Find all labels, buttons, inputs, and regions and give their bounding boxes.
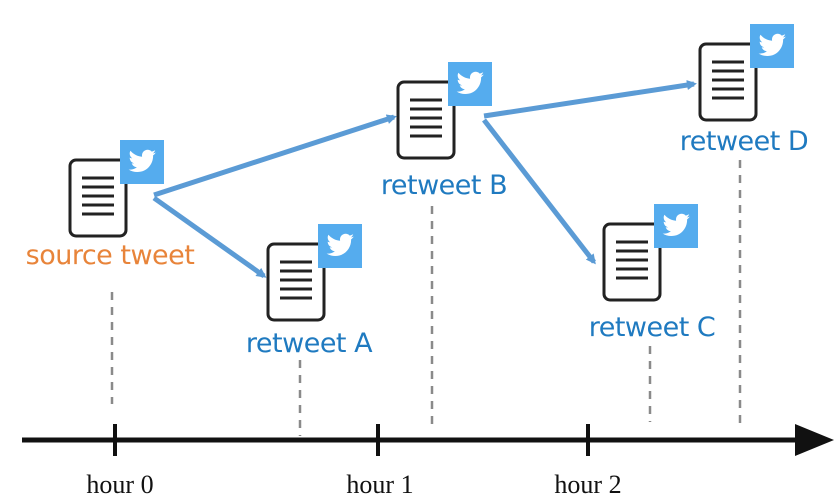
tick-label-hour-2: hour 2 xyxy=(554,470,622,499)
edge-source-to-b xyxy=(153,114,397,198)
twitter-bird-icon xyxy=(654,204,698,248)
document-sheet xyxy=(698,42,758,122)
tick-label-hour-1: hour 1 xyxy=(346,470,414,499)
label-source-tweet: source tweet xyxy=(25,240,195,271)
timeline-arrowhead xyxy=(795,424,834,456)
document-icon xyxy=(698,42,758,122)
label-retweet-c: retweet C xyxy=(588,312,716,343)
twitter-bird-icon xyxy=(448,62,492,106)
document-icon xyxy=(266,242,326,322)
edge-source-to-a xyxy=(152,195,267,279)
twitter-bird-icon xyxy=(120,140,164,184)
document-sheet xyxy=(602,222,662,302)
document-sheet xyxy=(266,242,326,322)
twitter-bird-icon xyxy=(318,224,362,268)
twitter-bird-icon xyxy=(750,24,794,68)
document-icon xyxy=(396,80,456,160)
document-sheet xyxy=(68,158,128,238)
document-icon xyxy=(68,158,128,238)
edge-b-to-c xyxy=(482,118,596,265)
document-sheet xyxy=(396,80,456,160)
edge-b-to-d xyxy=(483,80,697,119)
document-icon xyxy=(602,222,662,302)
label-retweet-d: retweet D xyxy=(679,126,809,157)
label-retweet-a: retweet A xyxy=(245,328,373,359)
label-retweet-b: retweet B xyxy=(380,170,508,201)
tick-label-hour-0: hour 0 xyxy=(86,470,154,499)
